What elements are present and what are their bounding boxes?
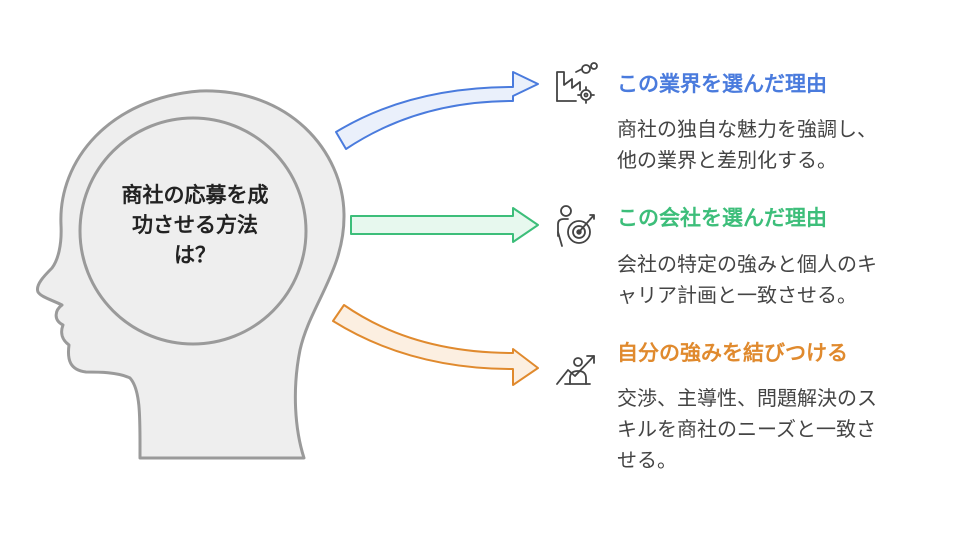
desc-company-line-1: 会社の特定の強みと個人のキ — [617, 252, 877, 276]
center-line-3: は？ — [174, 243, 216, 267]
person-growth-icon — [556, 355, 595, 385]
desc-strengths-line-3: せる。 — [617, 448, 677, 472]
heading-industry-reason: この業界を選んだ理由 — [617, 72, 827, 96]
desc-industry-reason: 商社の独自な魅力を強調し、 他の業界と差別化する。 — [617, 114, 877, 176]
desc-connect-strengths: 交渉、主導性、問題解決のス キルを商社のニーズと一致さ せる。 — [617, 383, 877, 476]
desc-industry-line-2: 他の業界と差別化する。 — [617, 148, 837, 172]
desc-company-reason: 会社の特定の強みと個人のキ ャリア計画と一致させる。 — [617, 249, 877, 311]
desc-company-line-2: ャリア計画と一致させる。 — [617, 283, 857, 307]
desc-strengths-line-2: キルを商社のニーズと一致さ — [617, 417, 876, 441]
person-target-icon — [557, 205, 595, 247]
arrow-industry — [335, 71, 539, 150]
center-question: 商社の応募を成 功させる方法 は？ — [100, 180, 290, 270]
center-line-2: 功させる方法 — [132, 213, 258, 237]
desc-industry-line-1: 商社の独自な魅力を強調し、 — [617, 117, 877, 141]
factory-gear-icon — [556, 62, 598, 104]
desc-strengths-line-1: 交渉、主導性、問題解決のス — [617, 386, 877, 410]
heading-company-reason: この会社を選んだ理由 — [617, 206, 827, 230]
center-line-1: 商社の応募を成 — [121, 183, 269, 207]
head-inner-circle — [78, 116, 308, 346]
arrow-company — [350, 207, 539, 243]
arrow-strengths — [332, 304, 539, 386]
heading-connect-strengths: 自分の強みを結びつける — [617, 341, 848, 365]
